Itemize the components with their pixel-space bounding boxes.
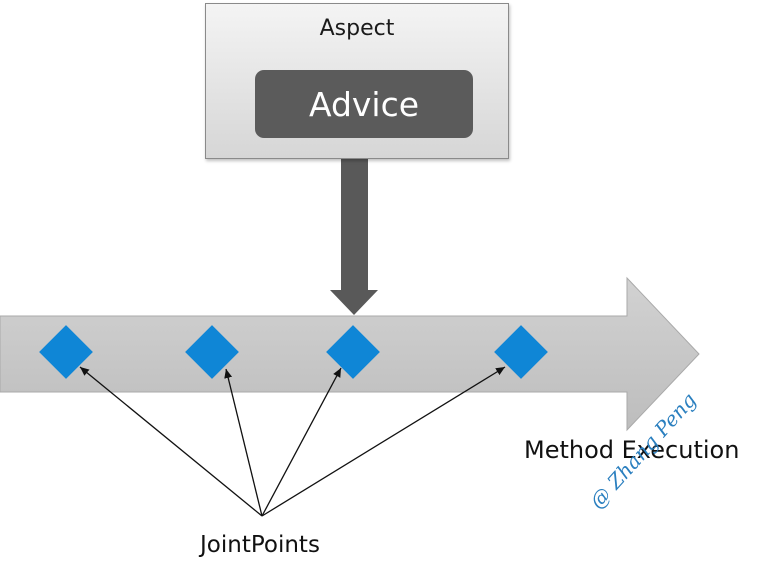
advice-down-arrow	[330, 159, 378, 315]
pointer-line-1	[79, 366, 263, 517]
joinpoint-diamond-2	[185, 325, 239, 379]
pointer-line-3	[261, 367, 342, 517]
joinpoint-diamond-3	[326, 325, 380, 379]
pointer-line-2	[224, 368, 263, 517]
joinpoint-diamond-1	[39, 325, 93, 379]
joinpoints-label: JointPoints	[200, 532, 320, 558]
pointer-line-4	[261, 366, 506, 517]
advice-label: Advice	[308, 84, 420, 124]
aspect-box: Aspect Advice	[205, 3, 509, 159]
aspect-label: Aspect	[319, 16, 395, 41]
advice-box: Advice	[255, 70, 473, 138]
method-execution-label: Method Execution	[524, 436, 740, 464]
